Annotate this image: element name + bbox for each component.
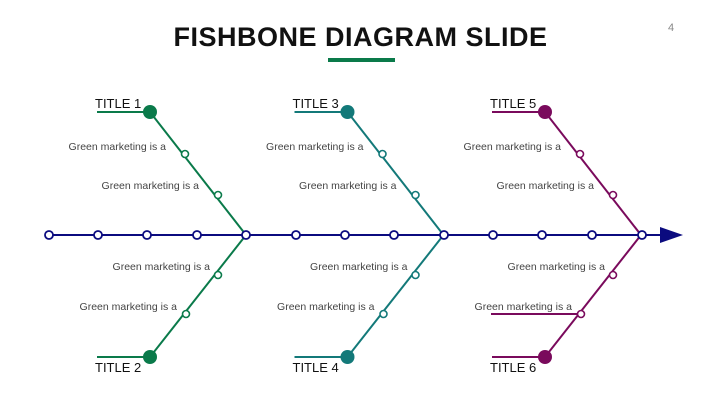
spine-node xyxy=(44,230,54,240)
bone-end-dot xyxy=(538,105,552,119)
cause-label: Green marketing is a xyxy=(69,141,167,153)
title-bottom: TITLE 6 xyxy=(490,360,536,375)
bone-node xyxy=(213,190,223,200)
title-top: TITLE 5 xyxy=(490,96,536,111)
cause-label: Green marketing is a xyxy=(508,261,606,273)
bone-end-dot xyxy=(340,350,355,364)
title-bottom: TITLE 4 xyxy=(293,360,339,375)
bone-node xyxy=(575,149,585,159)
cause-label: Green marketing is a xyxy=(266,141,364,153)
bone-node xyxy=(181,309,191,319)
spine-node xyxy=(488,230,498,240)
cause-label: Green marketing is a xyxy=(80,301,178,313)
page-number: 4 xyxy=(668,22,675,34)
bone-bottom xyxy=(544,234,642,358)
bone-node xyxy=(576,309,586,319)
bone-bottom xyxy=(149,234,247,358)
bone-node xyxy=(180,149,190,159)
spine-node xyxy=(93,230,103,240)
arrow-head-icon xyxy=(660,227,683,243)
title-top: TITLE 3 xyxy=(293,96,339,111)
bone-node xyxy=(411,270,420,280)
cause-label: Green marketing is a xyxy=(113,261,211,273)
spine-node xyxy=(389,230,399,240)
spine-node xyxy=(587,230,597,240)
cause-label: Green marketing is a xyxy=(277,301,375,313)
cause-label: Green marketing is a xyxy=(102,180,200,192)
cause-label: Green marketing is a xyxy=(475,301,573,313)
cause-label: Green marketing is a xyxy=(310,261,408,273)
cause-label: Green marketing is a xyxy=(299,180,397,192)
spine-node xyxy=(192,230,202,240)
spine-node xyxy=(637,230,647,240)
bone-node xyxy=(608,270,618,280)
spine-node xyxy=(241,230,251,240)
bone-end-dot xyxy=(340,105,355,119)
bone-node xyxy=(608,190,618,200)
bone-end-dot xyxy=(538,350,552,364)
bone-end-dot xyxy=(143,105,157,119)
spine-node xyxy=(439,230,449,240)
spine-node xyxy=(291,230,301,240)
bone-top xyxy=(149,111,247,236)
bone-bottom xyxy=(346,234,445,358)
slide-title: FISHBONE DIAGRAM SLIDE xyxy=(173,22,548,52)
spine-node xyxy=(537,230,547,240)
bone-top xyxy=(544,111,642,236)
bone-node xyxy=(378,149,387,159)
cause-label: Green marketing is a xyxy=(464,141,562,153)
cause-label: Green marketing is a xyxy=(497,180,595,192)
title-bottom: TITLE 2 xyxy=(95,360,141,375)
bone-node xyxy=(213,270,223,280)
bone-node xyxy=(379,309,388,319)
title-top: TITLE 1 xyxy=(95,96,141,111)
bone-top xyxy=(346,111,445,236)
spine-node xyxy=(340,230,350,240)
title-underline xyxy=(328,58,395,62)
bone-node xyxy=(411,190,420,200)
bone-end-dot xyxy=(143,350,157,364)
spine-node xyxy=(142,230,152,240)
